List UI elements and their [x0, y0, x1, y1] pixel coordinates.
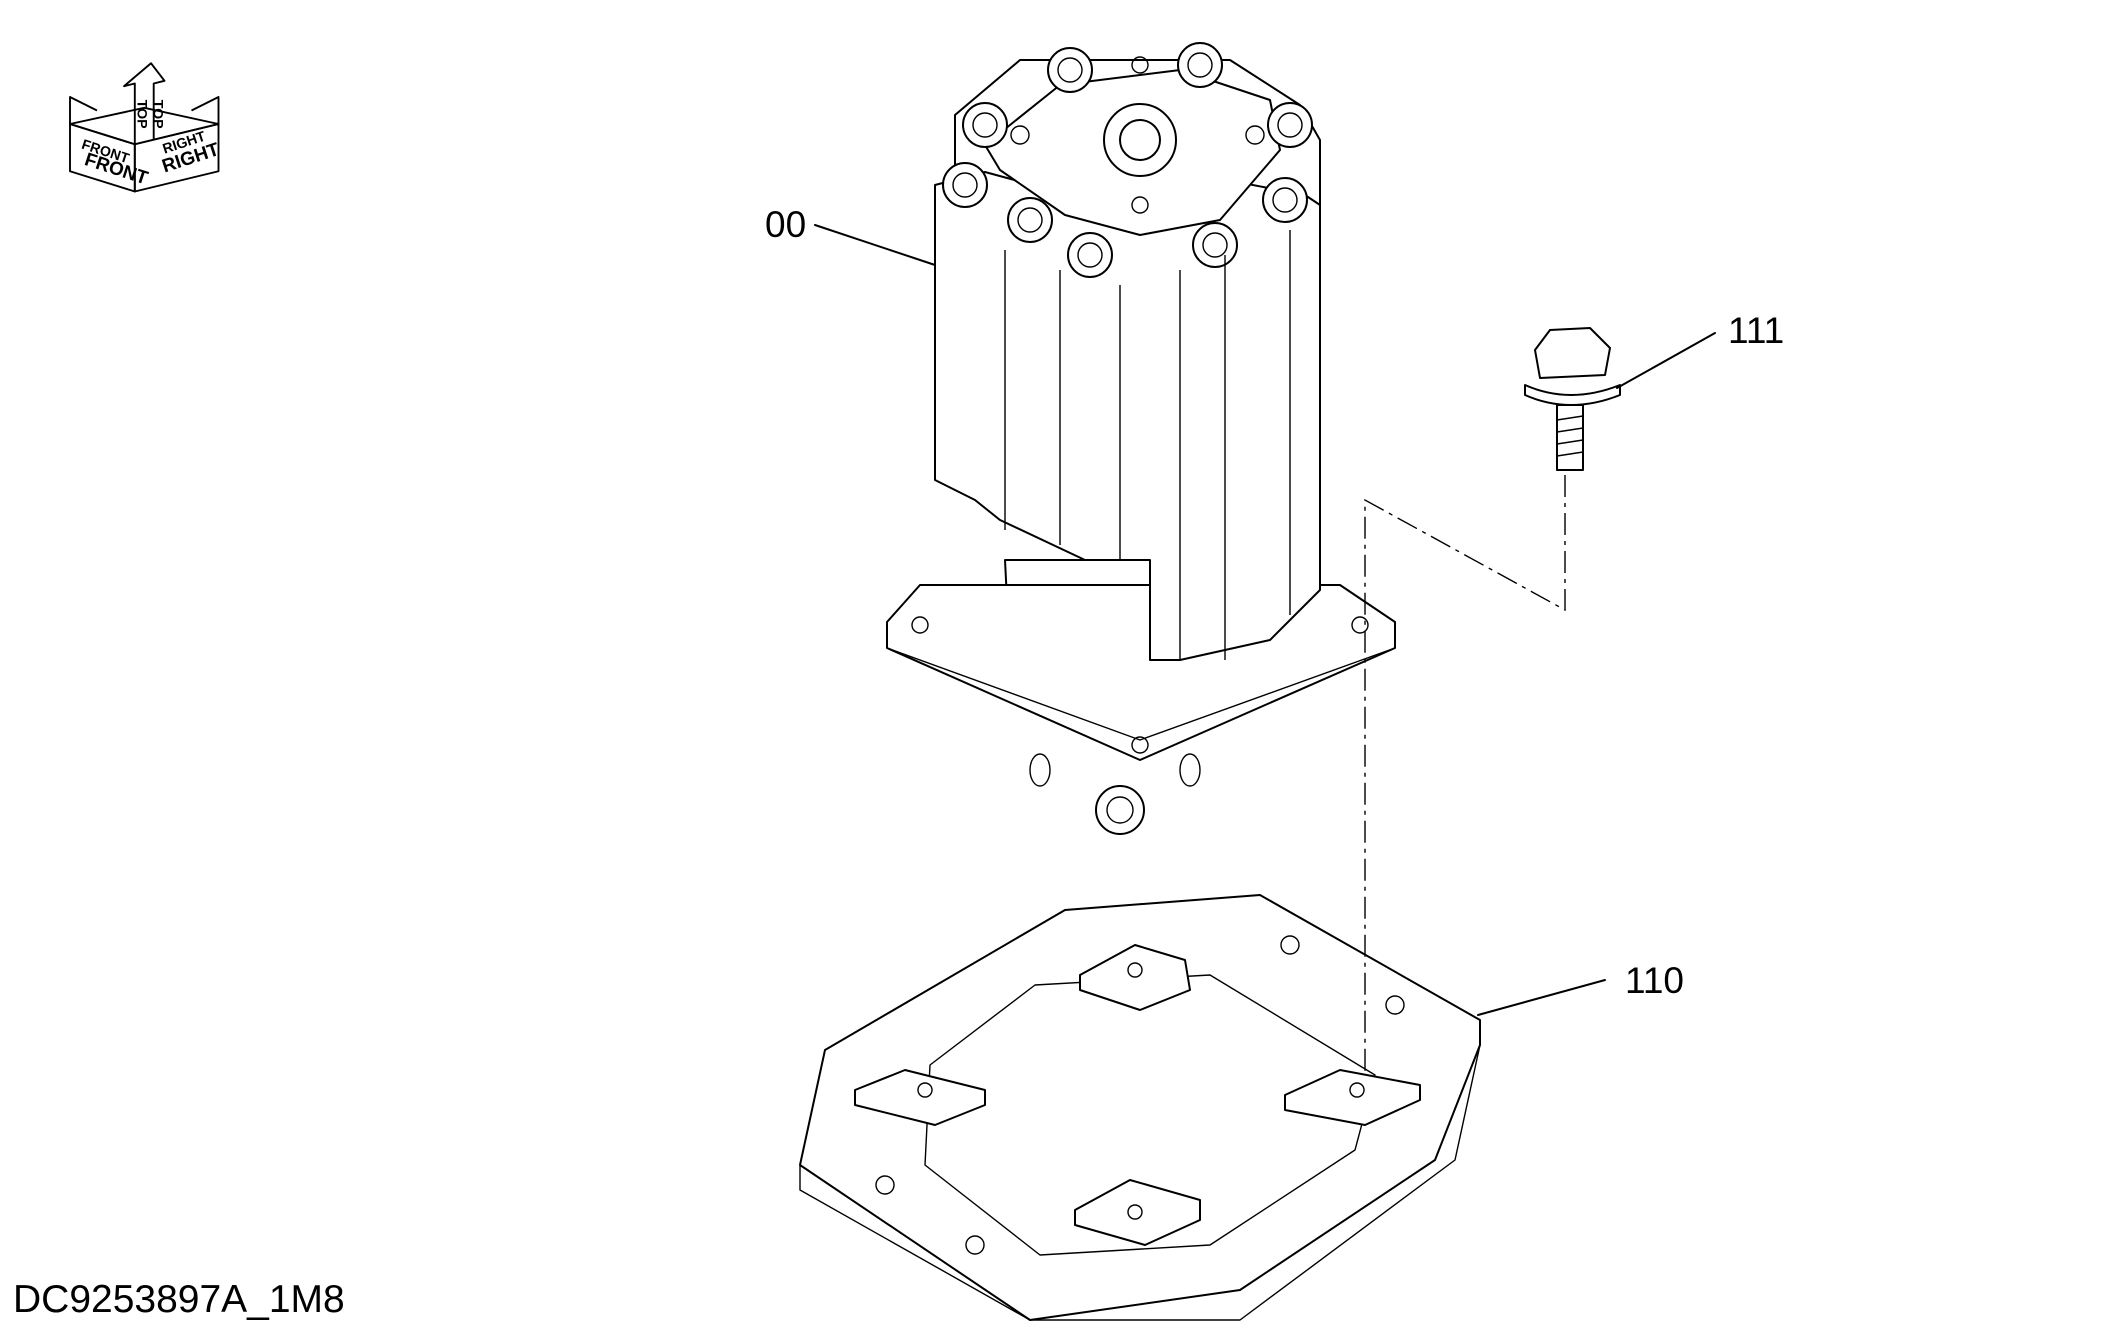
- orientation-label-top-1: TOP: [134, 100, 150, 129]
- drawing-code: DC9253897A_1M8: [13, 1278, 345, 1321]
- leader-lines: [814, 224, 1716, 1016]
- callout-00: 00: [765, 204, 806, 245]
- callout-110: 110: [1625, 960, 1684, 1001]
- bolt: [1524, 327, 1621, 471]
- motor-assembly: [886, 42, 1396, 835]
- callout-111: 111: [1728, 310, 1784, 351]
- orientation-icon: FRONT FRONT TOP TOP RIGHT RIGHT: [69, 62, 222, 193]
- orientation-label-top-2: TOP: [150, 100, 166, 129]
- center-lines: [1364, 475, 1566, 1075]
- mounting-plate: [799, 894, 1481, 1321]
